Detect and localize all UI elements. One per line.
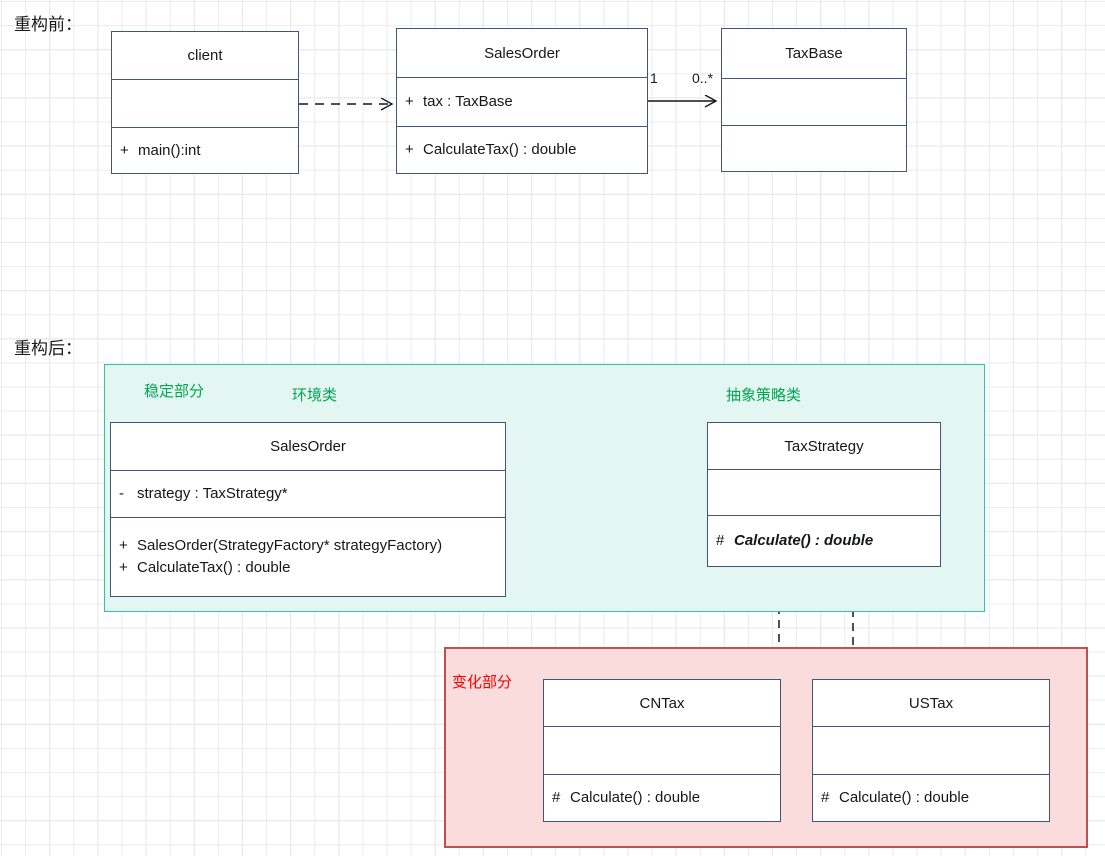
visibility-marker: - [119, 485, 124, 503]
visibility-marker: # [716, 532, 725, 550]
class-salesorder-after-name: SalesOrder [111, 423, 505, 471]
class-cntax-name: CNTax [544, 680, 780, 727]
visibility-marker: + [120, 141, 129, 159]
class-taxbase[interactable]: TaxBase [721, 28, 907, 172]
region-variable-label: 变化部分 [452, 674, 513, 691]
member-signature: strategy : TaxStrategy* [137, 485, 288, 503]
class-client-operations: + main():int [112, 128, 298, 173]
visibility-marker: + [119, 559, 128, 576]
member-row: - strategy : TaxStrategy* [119, 483, 505, 505]
class-salesorder-before-attributes: + tax : TaxBase [397, 78, 647, 127]
visibility-marker: # [821, 789, 830, 807]
member-row: + SalesOrder(StrategyFactory* strategyFa… [119, 535, 505, 557]
class-taxstrategy[interactable]: TaxStrategy # Calculate() : double [707, 422, 941, 567]
member-row: # Calculate() : double [552, 787, 780, 809]
section-label-after: 重构后： [14, 339, 82, 358]
member-row: + tax : TaxBase [405, 91, 647, 113]
member-row: + main():int [120, 140, 298, 162]
member-row: # Calculate() : double [716, 530, 940, 552]
class-cntax[interactable]: CNTax # Calculate() : double [543, 679, 781, 822]
class-ustax-attributes [813, 727, 1049, 775]
visibility-marker: + [119, 537, 128, 555]
class-taxbase-attributes [722, 79, 906, 126]
class-client-attributes [112, 80, 298, 128]
multiplicity-target: 0..* [692, 70, 714, 86]
class-ustax-name: USTax [813, 680, 1049, 727]
class-taxstrategy-attributes [708, 470, 940, 516]
class-salesorder-after-operations: + SalesOrder(StrategyFactory* strategyFa… [111, 518, 505, 596]
member-signature: SalesOrder(StrategyFactory* strategyFact… [137, 537, 443, 555]
class-taxbase-name: TaxBase [722, 29, 906, 79]
class-salesorder-after-attributes: - strategy : TaxStrategy* [111, 471, 505, 518]
member-row: # Calculate() : double [821, 787, 1049, 809]
multiplicity-source: 1 [650, 70, 658, 86]
label-abstract-strategy-class: 抽象策略类 [726, 387, 802, 404]
member-signature: CalculateTax() : double [137, 559, 291, 576]
class-taxstrategy-operations: # Calculate() : double [708, 516, 940, 566]
class-client[interactable]: client + main():int [111, 31, 299, 174]
section-label-before: 重构前： [14, 15, 82, 34]
class-salesorder-before[interactable]: SalesOrder + tax : TaxBase + CalculateTa… [396, 28, 648, 174]
class-cntax-attributes [544, 727, 780, 775]
member-signature: main():int [138, 141, 201, 159]
class-taxstrategy-name: TaxStrategy [708, 423, 940, 470]
member-row: + CalculateTax() : double [405, 139, 647, 161]
label-environment-class: 环境类 [292, 387, 338, 404]
member-signature: CalculateTax() : double [423, 141, 577, 159]
member-signature: tax : TaxBase [423, 93, 513, 111]
visibility-marker: + [405, 93, 414, 111]
class-cntax-operations: # Calculate() : double [544, 775, 780, 821]
visibility-marker: # [552, 789, 561, 807]
class-taxbase-operations [722, 126, 906, 171]
class-salesorder-before-operations: + CalculateTax() : double [397, 127, 647, 173]
class-salesorder-before-name: SalesOrder [397, 29, 647, 78]
member-signature: Calculate() : double [570, 789, 701, 807]
member-signature: Calculate() : double [839, 789, 970, 807]
class-salesorder-after[interactable]: SalesOrder - strategy : TaxStrategy* + S… [110, 422, 506, 597]
class-client-name: client [112, 32, 298, 80]
member-signature-abstract: Calculate() : double [734, 532, 874, 550]
class-ustax[interactable]: USTax # Calculate() : double [812, 679, 1050, 822]
class-ustax-operations: # Calculate() : double [813, 775, 1049, 821]
region-stable-label: 稳定部分 [144, 383, 205, 400]
member-row: + CalculateTax() : double [119, 557, 505, 579]
visibility-marker: + [405, 141, 414, 159]
